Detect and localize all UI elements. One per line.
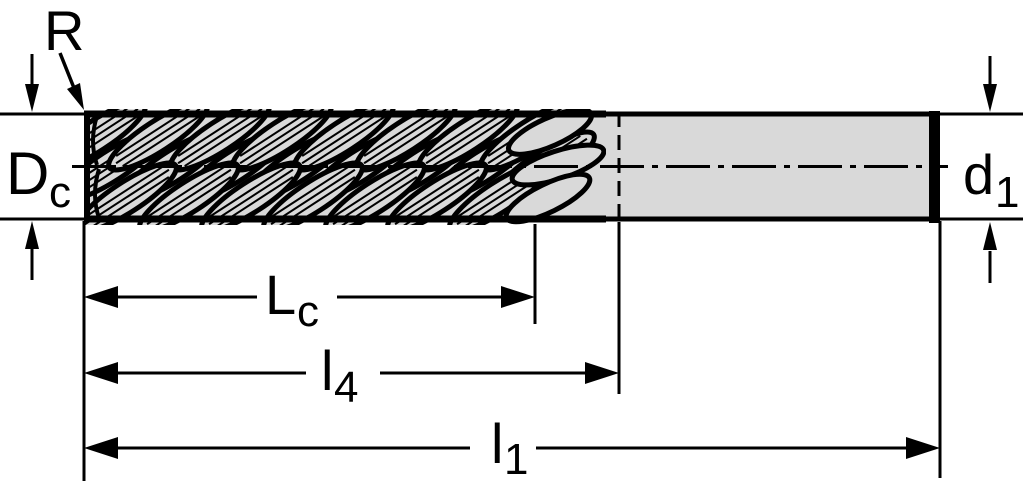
cutting-length-dimension: L c <box>84 263 535 336</box>
cutting-diameter-label: D <box>6 140 49 207</box>
flute-length-dimension: l 4 <box>84 339 619 412</box>
shank-diameter-subscript: 1 <box>995 168 1019 217</box>
dc-top-arrow <box>25 54 39 112</box>
corner-radius-callout: R <box>44 0 84 110</box>
shank-diameter-dimension: d 1 <box>940 56 1023 283</box>
shank-diameter-label: d <box>963 143 994 206</box>
radius-leader-arrowhead <box>67 83 84 110</box>
overall-length-label: l <box>491 412 503 475</box>
d1-bottom-arrow <box>983 222 997 283</box>
overall-length-subscript: 1 <box>504 435 528 484</box>
radius-leader-line <box>58 52 76 89</box>
cutting-diameter-dimension: D c <box>0 54 84 280</box>
overall-length-dimension: l 1 <box>84 412 940 484</box>
corner-radius-label: R <box>44 0 84 62</box>
dc-bottom-arrow <box>25 221 39 280</box>
cutting-diameter-subscript: c <box>49 168 71 217</box>
cutting-length-label: L <box>265 263 296 326</box>
d1-top-arrow <box>983 56 997 112</box>
flute-length-label: l <box>321 339 333 402</box>
fluted-section <box>84 109 606 241</box>
flute-length-subscript: 4 <box>334 363 358 412</box>
cutting-length-subscript: c <box>297 287 319 336</box>
